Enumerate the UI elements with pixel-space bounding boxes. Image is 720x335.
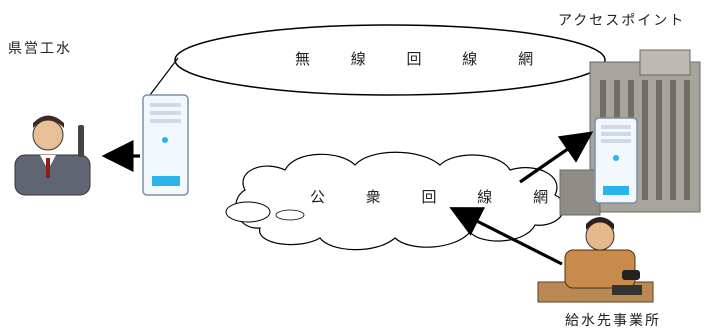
wireless-network-label: 無 線 回 線 網 [295, 50, 552, 68]
person-left-icon [14, 115, 91, 196]
server-left [142, 94, 189, 196]
wireless-network-ellipse [174, 24, 606, 96]
server-right [594, 117, 638, 204]
wireless-link-left [149, 57, 179, 96]
access-point-label: アクセスポイント [558, 13, 686, 29]
prefectural-waterworks-label: 県営工水 [8, 41, 72, 57]
arrow-cloud-to-accesspoint [519, 131, 594, 184]
public-network-label: 公 衆 回 線 網 [310, 188, 567, 206]
water-supply-office-label: 給水先事業所 [565, 313, 661, 329]
arrow-office-to-cloud [449, 207, 563, 266]
person-right-icon [537, 217, 654, 303]
